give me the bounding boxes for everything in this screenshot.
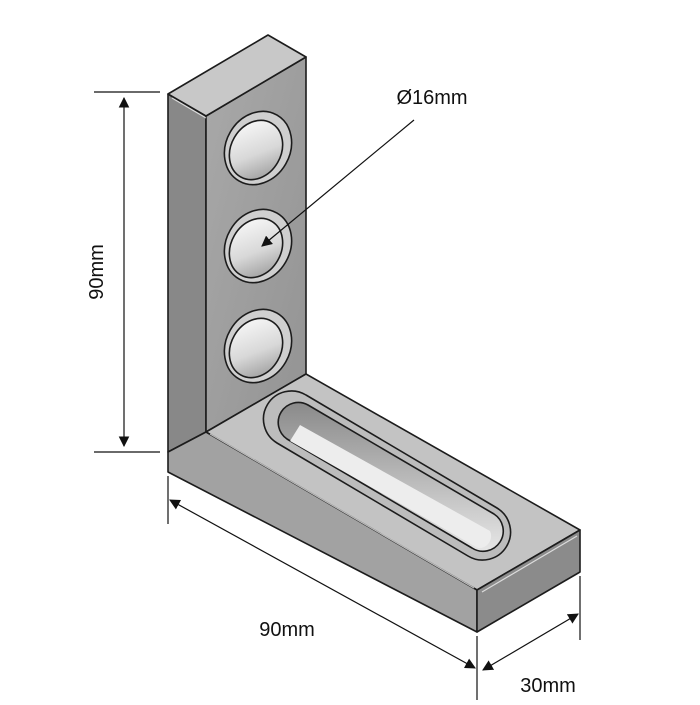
diameter-leader [261, 119, 415, 247]
vertical-leg-top-face [167, 34, 307, 117]
length-dimension [167, 476, 478, 700]
length-label: 90mm [259, 619, 315, 641]
height-dimension [94, 91, 160, 453]
mounting-hole-3 [223, 308, 293, 384]
vertical-leg-side-face [167, 93, 207, 453]
horizontal-leg-end-face [476, 529, 581, 633]
mounting-hole-1 [223, 110, 293, 186]
depth-dimension [482, 576, 581, 671]
mounting-hole-2 [223, 208, 293, 284]
mounting-holes [223, 110, 293, 384]
height-label: 90mm [86, 244, 108, 300]
hole-diameter-label: Ø16mm [396, 87, 467, 109]
depth-label: 30mm [520, 675, 576, 697]
